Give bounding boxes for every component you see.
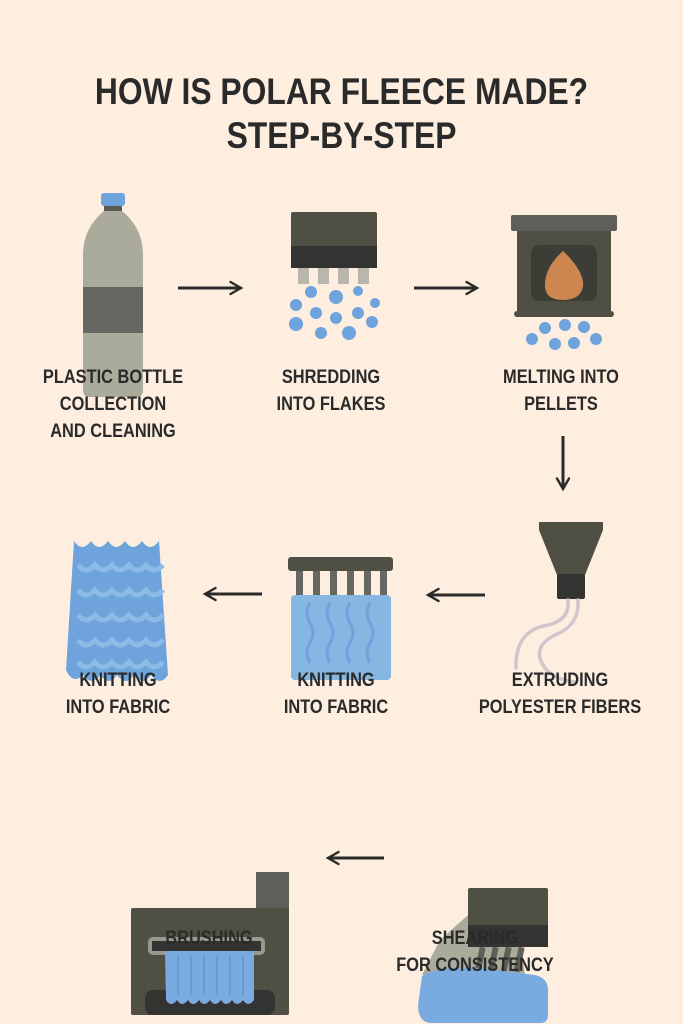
plastic-bottle-icon	[83, 193, 143, 397]
label-line: KNITTING	[79, 669, 157, 691]
label-line: AND CLEANING	[50, 420, 176, 442]
step-label-bottle-collection: PLASTIC BOTTLE COLLECTION AND CLEANING	[0, 364, 233, 445]
step-label-knitting-fabric: KNITTING INTO FABRIC	[0, 667, 238, 721]
step-label-knitting-machine: KNITTING INTO FABRIC	[216, 667, 456, 721]
label-line: EXTRUDING	[511, 669, 609, 691]
step-label-shredding: SHREDDING INTO FLAKES	[211, 364, 451, 418]
label-line: FOR CONSISTENCY	[396, 954, 554, 976]
label-line: SHREDDING	[281, 366, 381, 388]
furnace-icon	[511, 215, 617, 350]
title-line-1: HOW IS POLAR FLEECE MADE?	[94, 71, 589, 112]
label-line: KNITTING	[297, 669, 375, 691]
label-line: SHEARING	[431, 927, 519, 949]
step-label-melting: MELTING INTO PELLETS	[441, 364, 681, 418]
step-label-brushing: BRUSHING	[89, 925, 329, 952]
extruder-icon	[514, 522, 603, 684]
label-line: COLLECTION	[59, 393, 167, 415]
label-line: POLYESTER FIBERS	[478, 696, 642, 718]
fabric-icon	[66, 541, 168, 681]
brushing-machine-icon	[131, 872, 289, 1015]
title-line-2: STEP-BY-STEP	[226, 115, 457, 156]
shredder-icon	[289, 212, 380, 340]
label-line: INTO FABRIC	[65, 696, 171, 718]
label-line: BRUSHING	[165, 927, 253, 949]
label-line: MELTING INTO	[503, 366, 619, 388]
label-line: INTO FABRIC	[283, 696, 389, 718]
label-line: PELLETS	[524, 393, 598, 415]
step-label-shearing: SHEARING FOR CONSISTENCY	[355, 925, 595, 979]
knitting-machine-icon	[288, 557, 393, 680]
label-line: PLASTIC BOTTLE	[42, 366, 184, 388]
shearing-machine-icon	[418, 888, 548, 1023]
label-line: INTO FLAKES	[276, 393, 386, 415]
step-label-extruding: EXTRUDING POLYESTER FIBERS	[440, 667, 680, 721]
page-title: HOW IS POLAR FLEECE MADE? STEP-BY-STEP	[0, 70, 683, 158]
